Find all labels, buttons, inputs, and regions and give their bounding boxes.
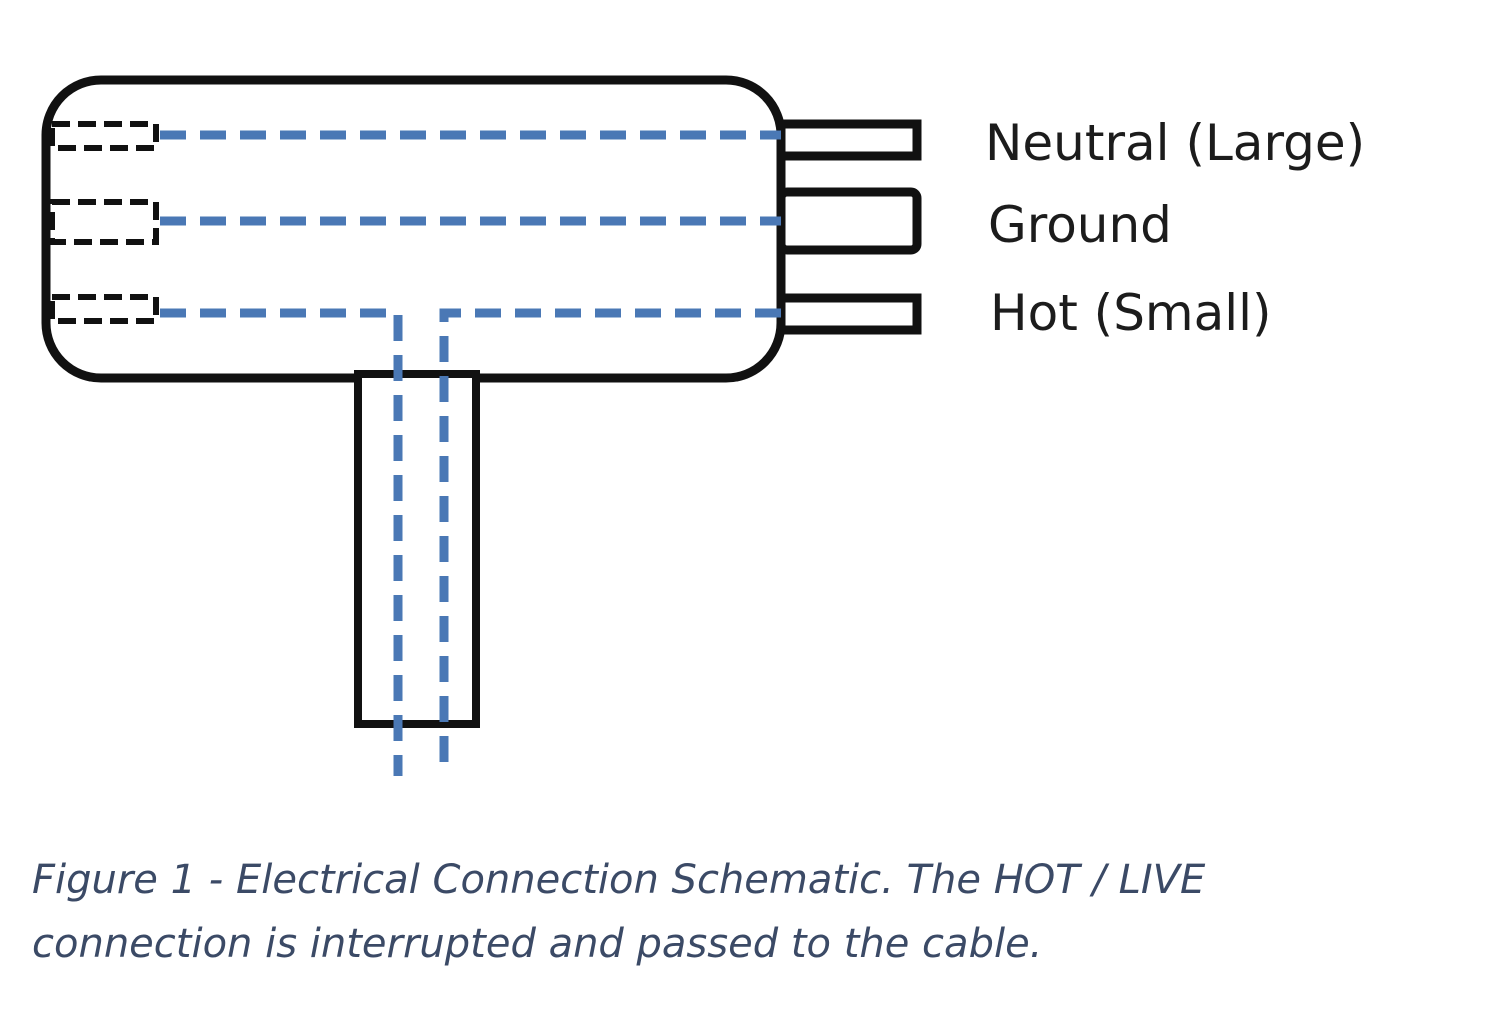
ground-label: Ground	[988, 196, 1172, 254]
neutral-label: Neutral (Large)	[985, 114, 1366, 172]
hot-receptacle	[49, 294, 159, 324]
ground-receptacle	[49, 199, 159, 245]
hot-prong	[776, 293, 922, 335]
hot-label: Hot (Small)	[990, 284, 1272, 342]
caption-line-1: Figure 1 - Electrical Connection Schemat…	[32, 857, 1206, 903]
ground-prong	[776, 187, 922, 255]
neutral-prong	[776, 119, 922, 161]
caption-line-2: connection is interrupted and passed to …	[32, 921, 1043, 967]
neutral-receptacle	[49, 121, 159, 151]
hot-wire-prong-side	[439, 308, 781, 776]
figure-caption: Figure 1 - Electrical Connection Schemat…	[32, 848, 1332, 976]
cable	[354, 370, 480, 728]
internal-wiring	[160, 130, 781, 776]
socket-receptacles	[49, 121, 159, 324]
